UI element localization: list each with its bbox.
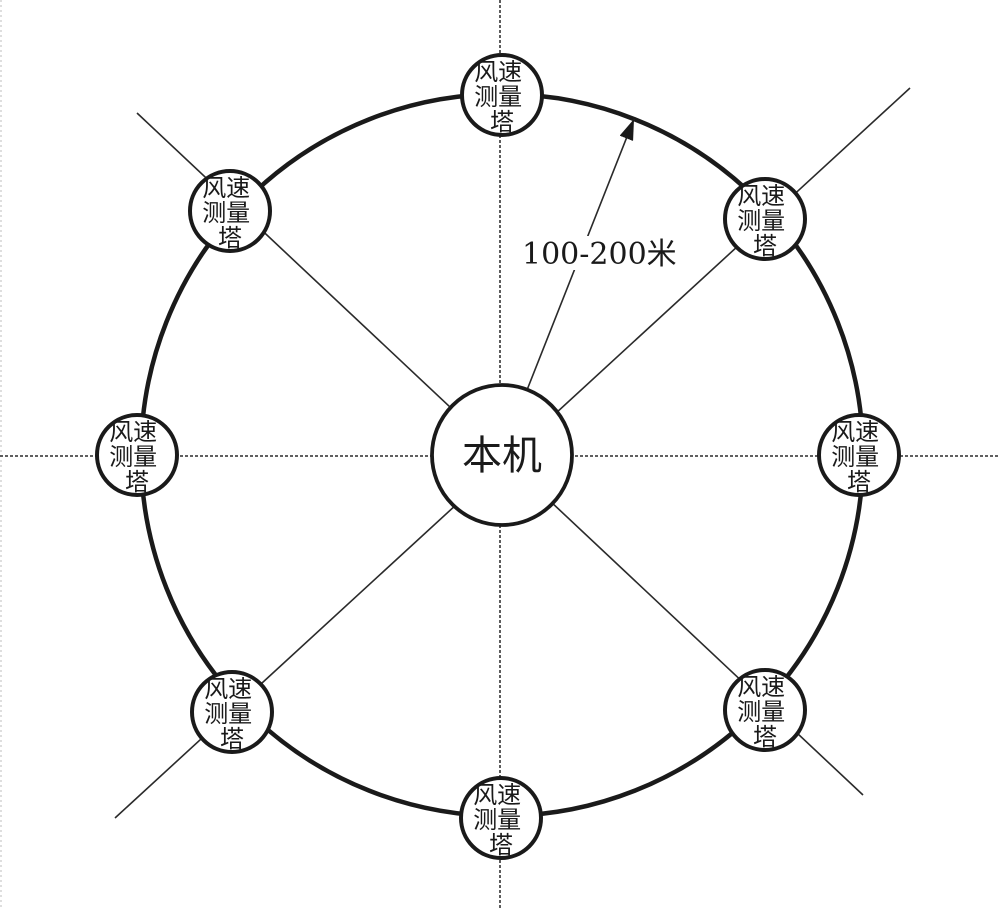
tower-node-top: 风速 测量 塔 <box>460 53 544 137</box>
tower-node-label: 风速 测量 塔 <box>737 182 793 260</box>
tower-node-circle <box>723 177 807 261</box>
tower-node-circle <box>95 413 179 497</box>
tower-node-top-left: 风速 测量 塔 <box>188 169 272 253</box>
tower-node-label: 风速 测量 塔 <box>831 418 887 496</box>
center-node-label: 本机 <box>462 433 542 479</box>
tower-node-circle <box>188 169 272 253</box>
tower-node-left: 风速 测量 塔 <box>95 413 179 497</box>
tower-node-bottom: 风速 测量 塔 <box>459 776 543 860</box>
tower-node-top-right: 风速 测量 塔 <box>723 177 807 261</box>
center-node: 本机 <box>430 383 574 527</box>
tower-node-bottom-right: 风速 测量 塔 <box>723 668 807 752</box>
center-node-circle <box>430 383 574 527</box>
tower-node-label: 风速 测量 塔 <box>737 673 793 751</box>
tower-node-label: 风速 测量 塔 <box>204 675 260 753</box>
tower-node-label: 风速 测量 塔 <box>109 418 165 496</box>
tower-node-circle <box>817 413 901 497</box>
tower-node-bottom-left: 风速 测量 塔 <box>190 670 274 754</box>
tower-node-circle <box>723 668 807 752</box>
tower-node-circle <box>459 776 543 860</box>
tower-node-circle <box>460 53 544 137</box>
tower-node-label: 风速 测量 塔 <box>473 781 529 859</box>
tower-node-circle <box>190 670 274 754</box>
tower-node-right: 风速 测量 塔 <box>817 413 901 497</box>
tower-node-label: 风速 测量 塔 <box>202 174 258 252</box>
radius-label-background <box>516 236 648 270</box>
radius-label: 100-200米 <box>522 237 677 272</box>
tower-node-label: 风速 测量 塔 <box>474 58 530 136</box>
